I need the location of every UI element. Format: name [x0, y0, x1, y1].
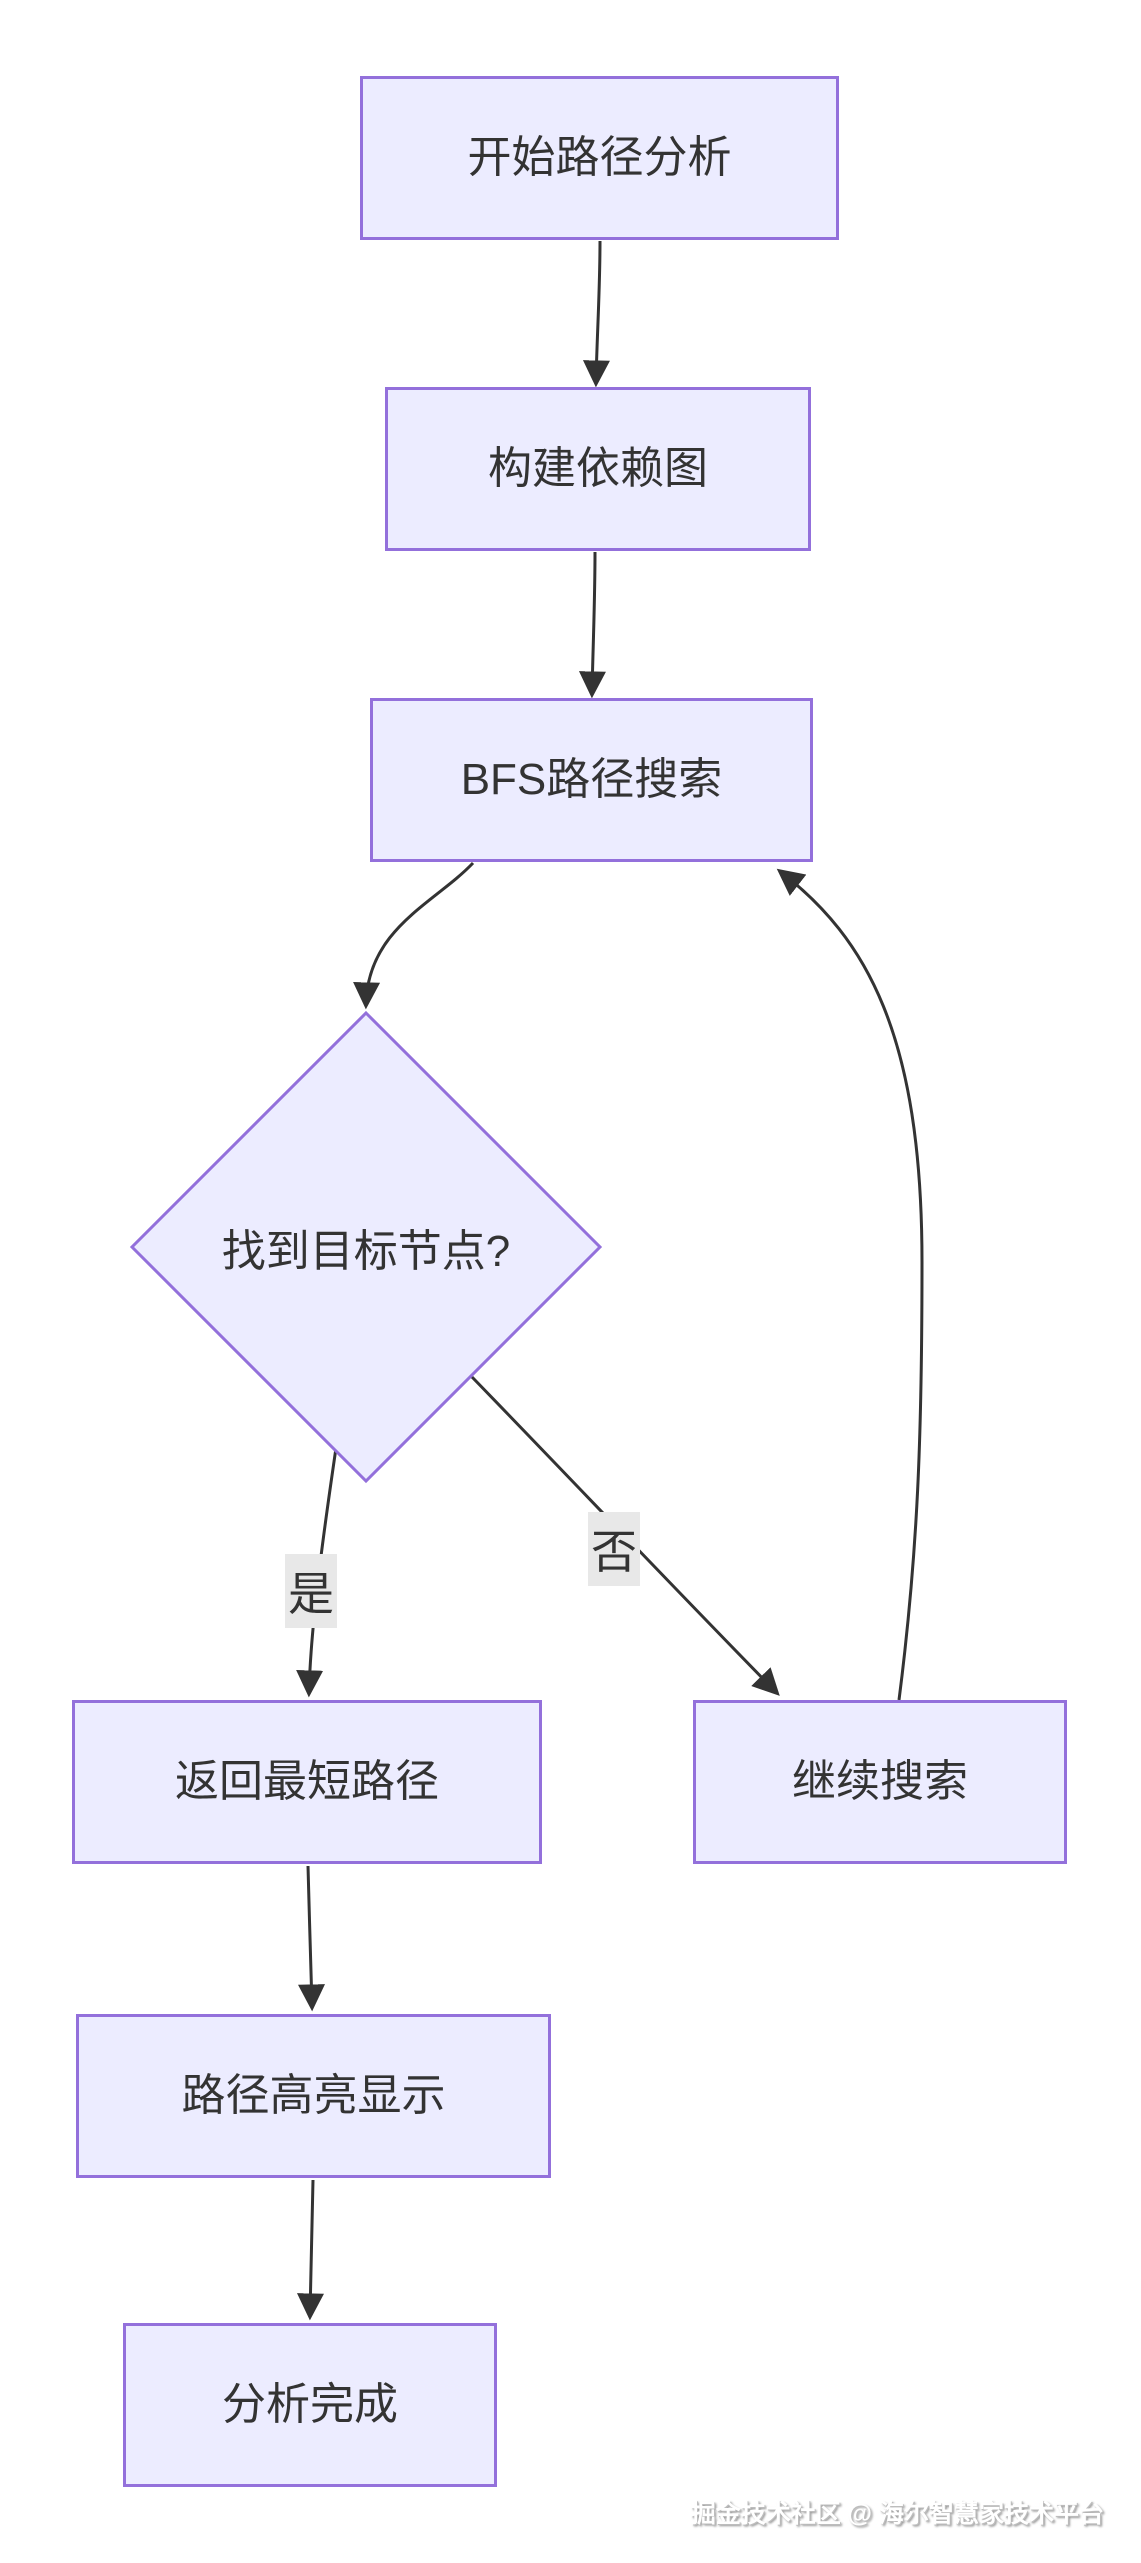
node-build-dependency-graph: 构建依赖图	[385, 387, 811, 551]
node-bfs-label: BFS路径搜索	[460, 754, 723, 804]
node-continue-search: 继续搜索	[693, 1700, 1067, 1864]
node-done-label: 分析完成	[222, 2379, 398, 2429]
watermark: 掘金技术社区 @ 海尔智慧家技术平台	[691, 2494, 1104, 2530]
node-found-label: 找到目标节点?	[221, 1227, 511, 1276]
node-return-shortest-path: 返回最短路径	[72, 1700, 542, 1864]
node-start-label: 开始路径分析	[467, 132, 732, 182]
decision-diamond-shape	[129, 1010, 603, 1484]
node-continue-label: 继续搜索	[792, 1756, 968, 1806]
watermark-text: 掘金技术社区 @ 海尔智慧家技术平台	[690, 2500, 1104, 2528]
node-bfs-search: BFS路径搜索	[370, 698, 813, 862]
node-build-label: 构建依赖图	[488, 443, 708, 493]
edge-label-no-text: 否	[591, 1526, 637, 1578]
edge-label-yes: 是	[285, 1554, 337, 1628]
edge-build-to-bfs	[578, 551, 606, 699]
node-found-target-decision: 找到目标节点?	[166, 1197, 566, 1297]
edge-continue-to-bfs	[776, 868, 924, 1701]
node-highlight-label: 路径高亮显示	[181, 2070, 446, 2120]
node-analysis-done: 分析完成	[123, 2323, 497, 2487]
edge-start-to-build	[582, 240, 610, 388]
node-path-highlight: 路径高亮显示	[76, 2014, 551, 2178]
edge-bfs-to-found	[353, 861, 475, 1010]
node-return-label: 返回最短路径	[175, 1756, 439, 1806]
node-start: 开始路径分析	[360, 76, 839, 240]
edge-label-no: 否	[588, 1512, 640, 1586]
edge-highlight-to-done	[296, 2179, 324, 2321]
edge-return-to-highlight	[298, 1865, 326, 2012]
edge-label-yes-text: 是	[288, 1568, 334, 1620]
